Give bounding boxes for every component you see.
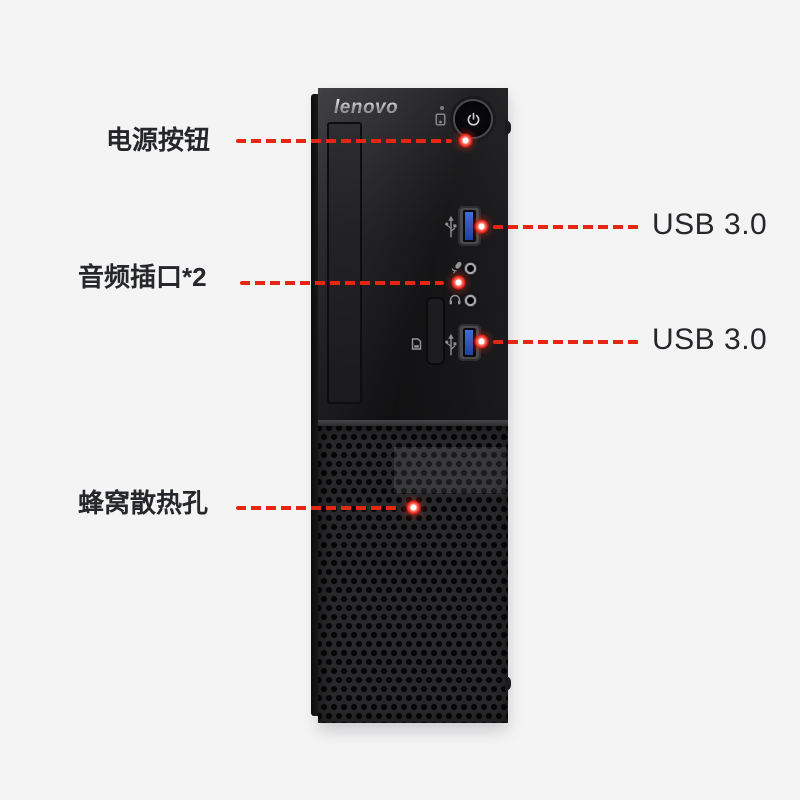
- callout-line-vent: [236, 506, 400, 510]
- callout-dot-vent: [405, 499, 422, 516]
- front-panel-upper: lenovo: [318, 88, 508, 420]
- hdd-activity-led: [440, 106, 444, 110]
- card-reader-slot: [426, 297, 445, 365]
- sd-card-icon: [411, 338, 422, 350]
- mic-icon: [451, 261, 462, 274]
- vent-mesh: [318, 426, 508, 723]
- callout-dot-usb-bottom: [473, 333, 490, 350]
- vent-label: 蜂窝散热孔: [78, 488, 209, 518]
- usb-blue-tongue: [465, 330, 473, 355]
- mic-jack: [462, 260, 479, 277]
- optical-drive-bay: [327, 122, 362, 404]
- audio-jacks-label: 音频插口*2: [78, 262, 207, 292]
- headphone-icon: [449, 294, 461, 305]
- hdd-icon: [435, 113, 446, 126]
- power-button: [453, 99, 493, 139]
- callout-dot-audio: [450, 274, 467, 291]
- callout-dot-usb-top: [473, 218, 490, 235]
- tower-side-panel: [311, 94, 319, 716]
- panel-seam: [318, 420, 508, 426]
- tower-front: lenovo: [318, 88, 508, 723]
- usb-blue-tongue: [465, 212, 473, 240]
- callout-line-power: [236, 139, 452, 143]
- side-knob-bottom: [505, 676, 511, 691]
- usb-bottom-label: USB 3.0: [652, 323, 768, 356]
- callout-line-usb-bottom: [493, 340, 639, 344]
- usb3-icon-bottom: [445, 333, 457, 356]
- usb3-port-top: [458, 206, 481, 246]
- power-button-label: 电源按钮: [106, 125, 211, 155]
- usb-top-label: USB 3.0: [652, 208, 768, 241]
- mesh-label-patch: [394, 447, 506, 493]
- callout-dot-power: [457, 132, 474, 149]
- usb3-port-bottom: [458, 324, 481, 361]
- side-knob-top: [505, 120, 511, 135]
- usb3-icon-top: [445, 215, 457, 238]
- lenovo-logo: lenovo: [334, 97, 399, 118]
- callout-line-audio: [240, 281, 444, 285]
- callout-line-usb-top: [493, 225, 639, 229]
- headphone-jack: [462, 292, 479, 309]
- power-icon: [467, 112, 479, 126]
